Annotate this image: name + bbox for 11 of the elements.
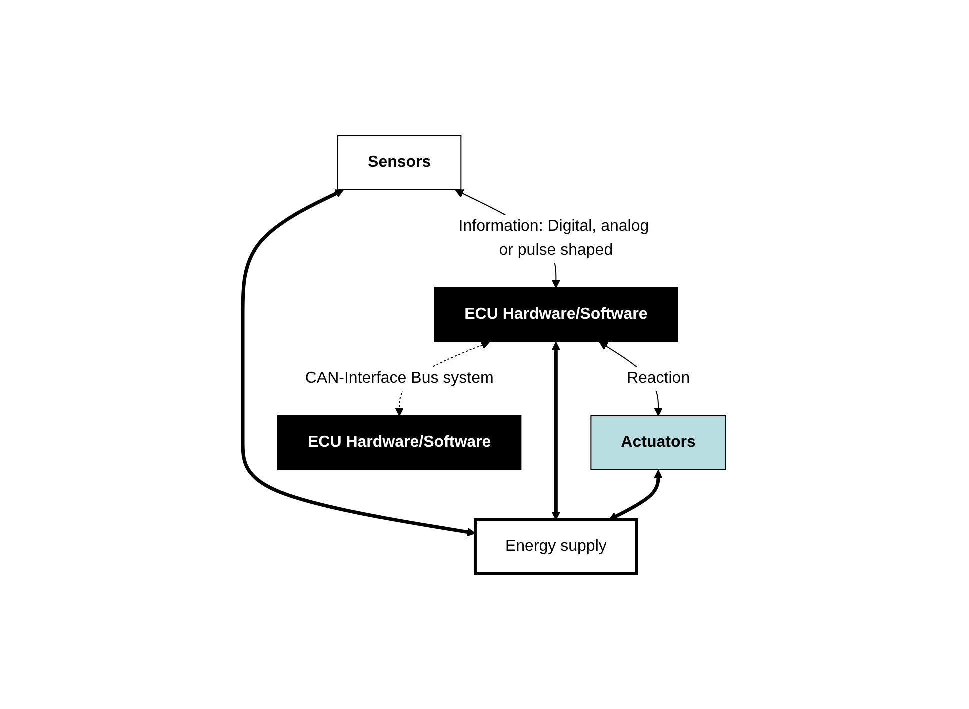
arrow <box>241 189 476 536</box>
arrow <box>552 342 561 520</box>
edge-label: CAN-Interface Bus system <box>305 370 494 386</box>
node-box: Actuators <box>590 415 726 470</box>
arrow <box>608 470 663 520</box>
node-box: Energy supply <box>474 518 638 575</box>
edge-label: Reaction <box>627 370 690 386</box>
node-box: Sensors <box>338 135 462 190</box>
node-box: ECU Hardware/Software <box>434 287 678 342</box>
edge-label: Information: Digital, analog or pulse shaped <box>458 218 650 258</box>
node-box: ECU Hardware/Software <box>278 415 522 470</box>
